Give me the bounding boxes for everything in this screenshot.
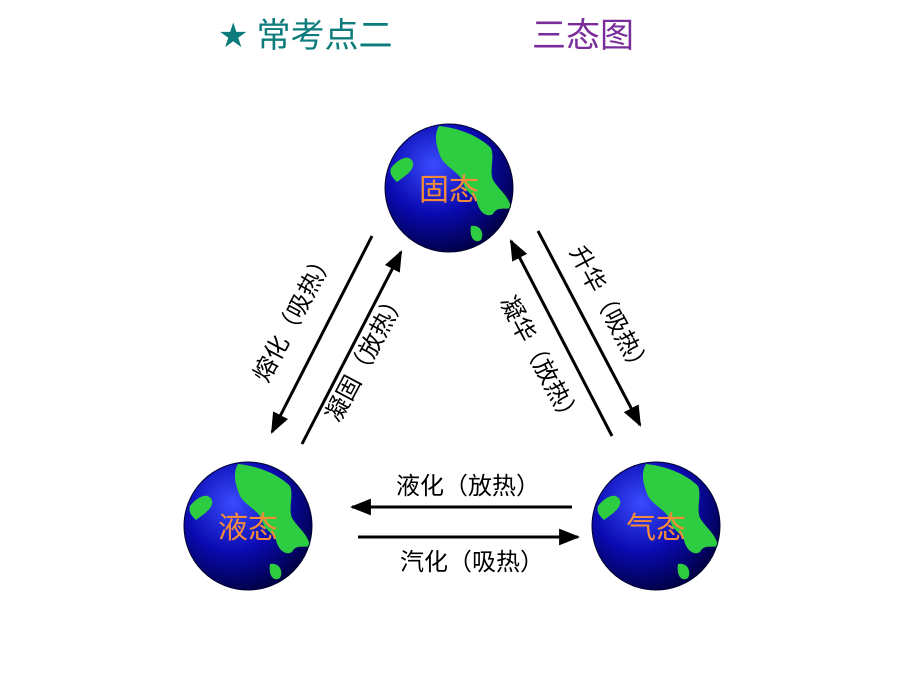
melting-label: 熔化（吸热） — [248, 246, 340, 386]
sublimation-arrow — [536, 230, 642, 427]
solid-label: 固态 — [419, 173, 479, 208]
diagram-title: 三态图 — [532, 16, 634, 56]
sublimation-label: 升华（吸热） — [564, 241, 656, 381]
desublimation-arrow — [509, 239, 614, 437]
solidifying-arrow — [300, 250, 403, 445]
liquid-label: 液态 — [218, 511, 278, 546]
liquid-globe: 液态 — [183, 461, 313, 591]
solidifying-label: 凝固（放热） — [320, 286, 412, 426]
gas-label: 气态 — [626, 511, 686, 546]
melting-arrow — [270, 235, 374, 434]
vaporization-label: 汽化（吸热） — [400, 548, 544, 576]
section-title-text: 常考点二 — [256, 16, 393, 56]
gas-globe: 气态 — [591, 461, 721, 591]
section-title: ★常考点二 — [218, 14, 392, 58]
star-icon: ★ — [218, 16, 249, 56]
liquefaction-label: 液化（放热） — [396, 472, 540, 500]
solid-globe: 固态 — [384, 123, 514, 253]
